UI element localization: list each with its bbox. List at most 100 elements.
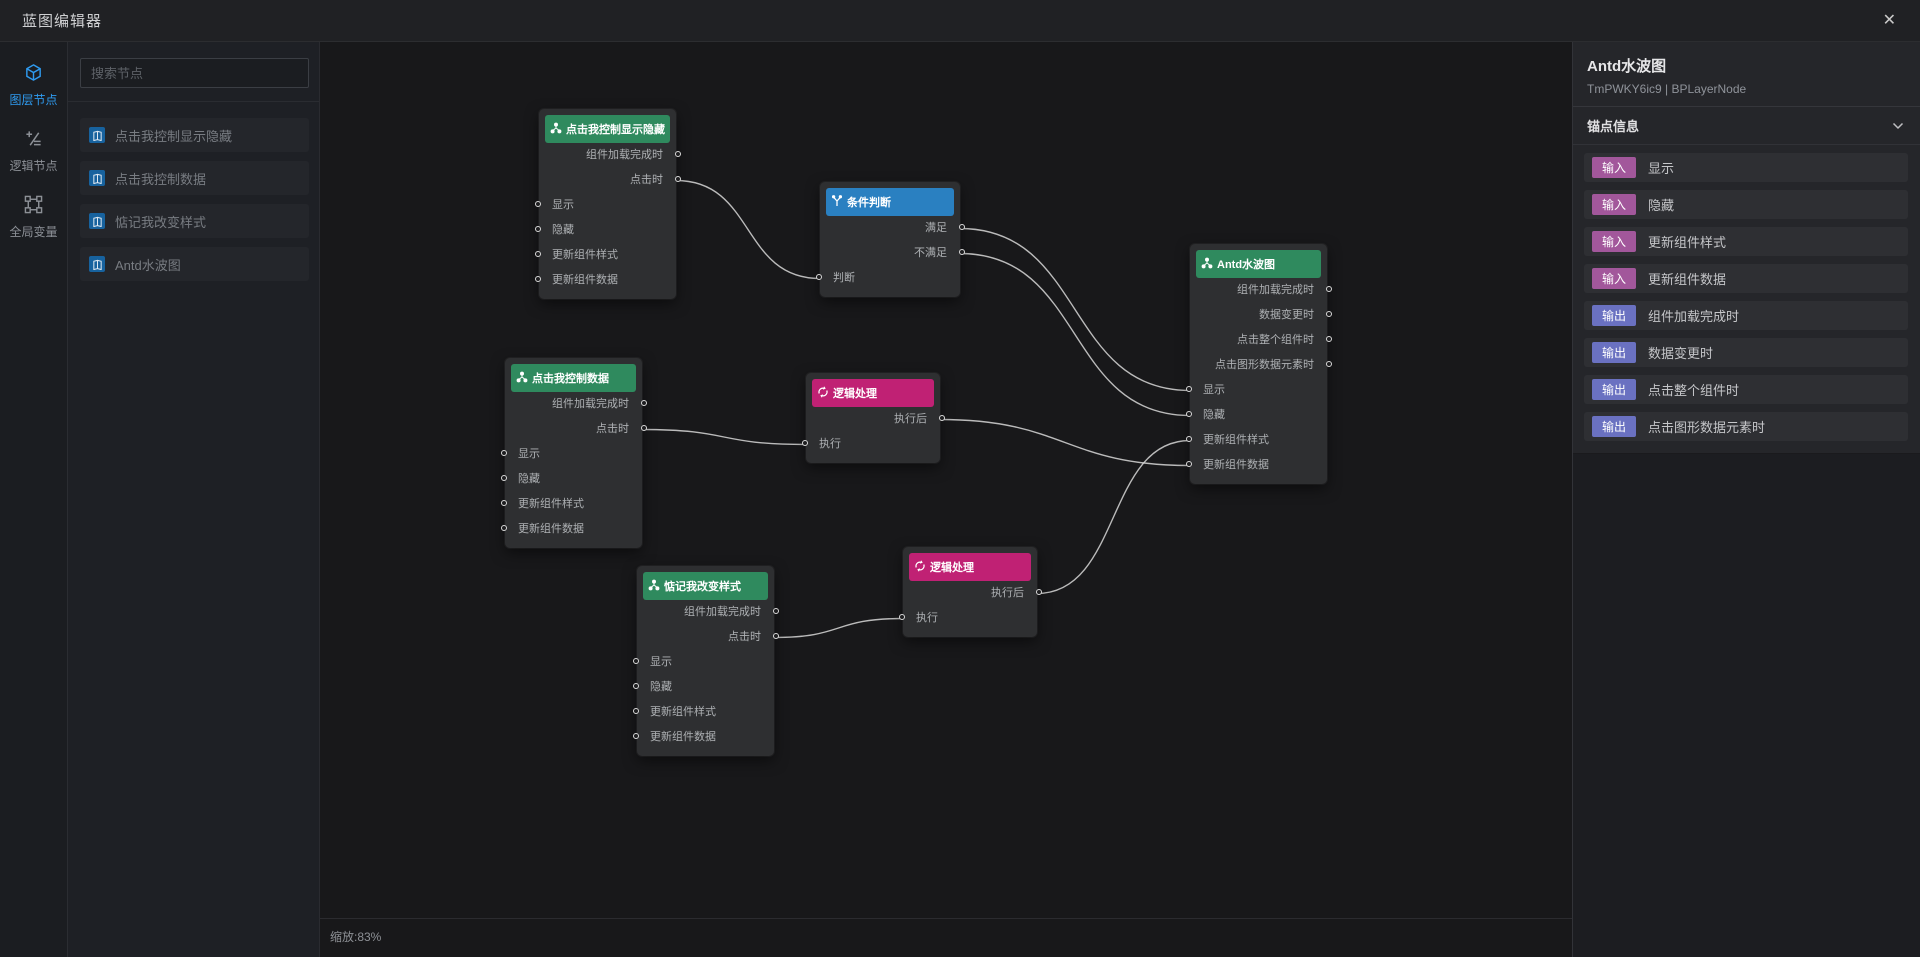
input-port-row: 更新组件数据	[552, 274, 618, 286]
node-list-item[interactable]: 惦记我改变样式	[80, 204, 309, 238]
node-list-item[interactable]: 点击我控制显示隐藏	[80, 118, 309, 152]
output-port-circle[interactable]	[938, 415, 945, 421]
close-icon[interactable]: ✕	[1882, 11, 1896, 29]
sidebar-rail: 图层节点逻辑节点全局变量	[0, 42, 68, 957]
node-title: 点击我控制显示隐藏	[566, 124, 665, 136]
output-port-circle[interactable]	[640, 425, 647, 431]
graph-node[interactable]: Antd水波图组件加载完成时数据变更时点击整个组件时点击图形数据元素时显示隐藏更…	[1185, 244, 1332, 484]
anchor-item[interactable]: 输入更新组件数据	[1584, 264, 1908, 293]
node-header[interactable]: 条件判断	[826, 188, 954, 216]
output-port-row: 组件加载完成时	[552, 398, 629, 410]
output-port-row: 组件加载完成时	[1237, 284, 1314, 296]
output-port-row: 执行后	[991, 587, 1024, 599]
input-port-row: 更新组件数据	[1203, 459, 1269, 471]
input-port-circle[interactable]	[632, 708, 639, 714]
output-port-row: 组件加载完成时	[586, 149, 663, 161]
edge-wire[interactable]	[959, 227, 1191, 392]
sidebar-item-全局变量[interactable]: 全局变量	[0, 188, 67, 254]
input-port-row: 判断	[833, 272, 855, 284]
output-port-circle[interactable]	[640, 400, 647, 406]
output-port-circle[interactable]	[772, 633, 779, 639]
graph-node[interactable]: 点击我控制显示隐藏组件加载完成时点击时显示隐藏更新组件样式更新组件数据	[534, 109, 681, 299]
edge-wire[interactable]	[675, 179, 821, 280]
input-port-circle[interactable]	[500, 475, 507, 481]
node-header[interactable]: 点击我控制数据	[511, 364, 636, 392]
input-port-circle[interactable]	[534, 201, 541, 207]
anchor-item[interactable]: 输出点击整个组件时	[1584, 375, 1908, 404]
input-port-circle[interactable]	[500, 450, 507, 456]
node-list: 点击我控制显示隐藏点击我控制数据惦记我改变样式 Antd水波图	[68, 102, 319, 281]
input-port-circle[interactable]	[500, 525, 507, 531]
output-port-circle[interactable]	[958, 249, 965, 255]
edge-wire[interactable]	[959, 252, 1191, 417]
graph-canvas[interactable]: 缩放:83% 点击我控制显示隐藏组件加载完成时点击时显示隐藏更新组件样式更新组件…	[320, 42, 1572, 957]
input-port-row: 更新组件样式	[650, 706, 716, 718]
output-port-circle[interactable]	[674, 176, 681, 182]
input-port-circle[interactable]	[534, 226, 541, 232]
output-port-circle[interactable]	[1035, 589, 1042, 595]
output-port-circle[interactable]	[958, 224, 965, 230]
input-port-circle[interactable]	[534, 276, 541, 282]
node-header[interactable]: 逻辑处理	[909, 553, 1031, 581]
selected-node-title: Antd水波图	[1587, 58, 1667, 75]
input-port-circle[interactable]	[1185, 461, 1192, 467]
edge-wire[interactable]	[939, 418, 1191, 467]
edge-wire[interactable]	[1036, 439, 1191, 595]
input-port-row: 更新组件数据	[650, 731, 716, 743]
input-port-circle[interactable]	[632, 683, 639, 689]
graph-node[interactable]: 点击我控制数据组件加载完成时点击时显示隐藏更新组件样式更新组件数据	[500, 358, 647, 548]
input-port-circle[interactable]	[815, 274, 822, 280]
anchor-item[interactable]: 输入隐藏	[1584, 190, 1908, 219]
output-port-circle[interactable]	[1325, 311, 1332, 317]
anchor-item[interactable]: 输出点击图形数据元素时	[1584, 412, 1908, 441]
input-port-circle[interactable]	[898, 614, 905, 620]
anchor-item[interactable]: 输出组件加载完成时	[1584, 301, 1908, 330]
input-port-circle[interactable]	[632, 733, 639, 739]
rail-item-label: 全局变量	[9, 225, 58, 239]
sidebar-item-逻辑节点[interactable]: 逻辑节点	[0, 122, 67, 188]
anchor-item[interactable]: 输入更新组件样式	[1584, 227, 1908, 256]
node-header[interactable]: 点击我控制显示隐藏	[545, 115, 670, 143]
anchor-direction-badge: 输出	[1592, 305, 1636, 326]
titlebar: 蓝图编辑器 ✕	[0, 0, 1920, 42]
graph-node[interactable]: 条件判断满足不满足判断	[815, 182, 965, 297]
node-header[interactable]: Antd水波图	[1196, 250, 1321, 278]
node-header[interactable]: 逻辑处理	[812, 379, 934, 407]
output-port-circle[interactable]	[772, 608, 779, 614]
anchor-item[interactable]: 输入显示	[1584, 153, 1908, 182]
graph-node[interactable]: 逻辑处理执行后执行	[898, 547, 1042, 637]
share-icon	[1201, 257, 1213, 272]
node-list-item-label: Antd水波图	[115, 257, 181, 273]
input-port-circle[interactable]	[1185, 436, 1192, 442]
node-list-item-label: 点击我控制显示隐藏	[115, 128, 233, 144]
graph-node[interactable]: 逻辑处理执行后执行	[801, 373, 945, 463]
anchor-item[interactable]: 输出数据变更时	[1584, 338, 1908, 367]
output-port-circle[interactable]	[1325, 286, 1332, 292]
edges-layer	[641, 179, 1191, 639]
input-port-circle[interactable]	[632, 658, 639, 664]
rail-item-label: 逻辑节点	[9, 159, 58, 173]
search-input[interactable]	[80, 58, 309, 88]
input-port-circle[interactable]	[801, 440, 808, 446]
graph-node[interactable]: 惦记我改变样式组件加载完成时点击时显示隐藏更新组件样式更新组件数据	[632, 566, 779, 756]
output-port-circle[interactable]	[1325, 336, 1332, 342]
anchor-label: 更新组件样式	[1648, 235, 1727, 250]
output-port-circle[interactable]	[674, 151, 681, 157]
input-port-circle[interactable]	[500, 500, 507, 506]
input-port-circle[interactable]	[1185, 386, 1192, 392]
node-list-item[interactable]: Antd水波图	[80, 247, 309, 281]
node-title: 逻辑处理	[833, 388, 877, 400]
sidebar-item-图层节点[interactable]: 图层节点	[0, 56, 67, 122]
output-port-circle[interactable]	[1325, 361, 1332, 367]
node-header[interactable]: 惦记我改变样式	[643, 572, 768, 600]
edge-wire[interactable]	[773, 617, 904, 639]
anchor-section-header[interactable]: 锚点信息	[1573, 107, 1920, 145]
input-port-circle[interactable]	[534, 251, 541, 257]
input-port-circle[interactable]	[1185, 411, 1192, 417]
share-icon	[550, 122, 562, 137]
share-icon	[648, 579, 660, 594]
edge-wire[interactable]	[641, 428, 807, 446]
node-list-item[interactable]: 点击我控制数据	[80, 161, 309, 195]
